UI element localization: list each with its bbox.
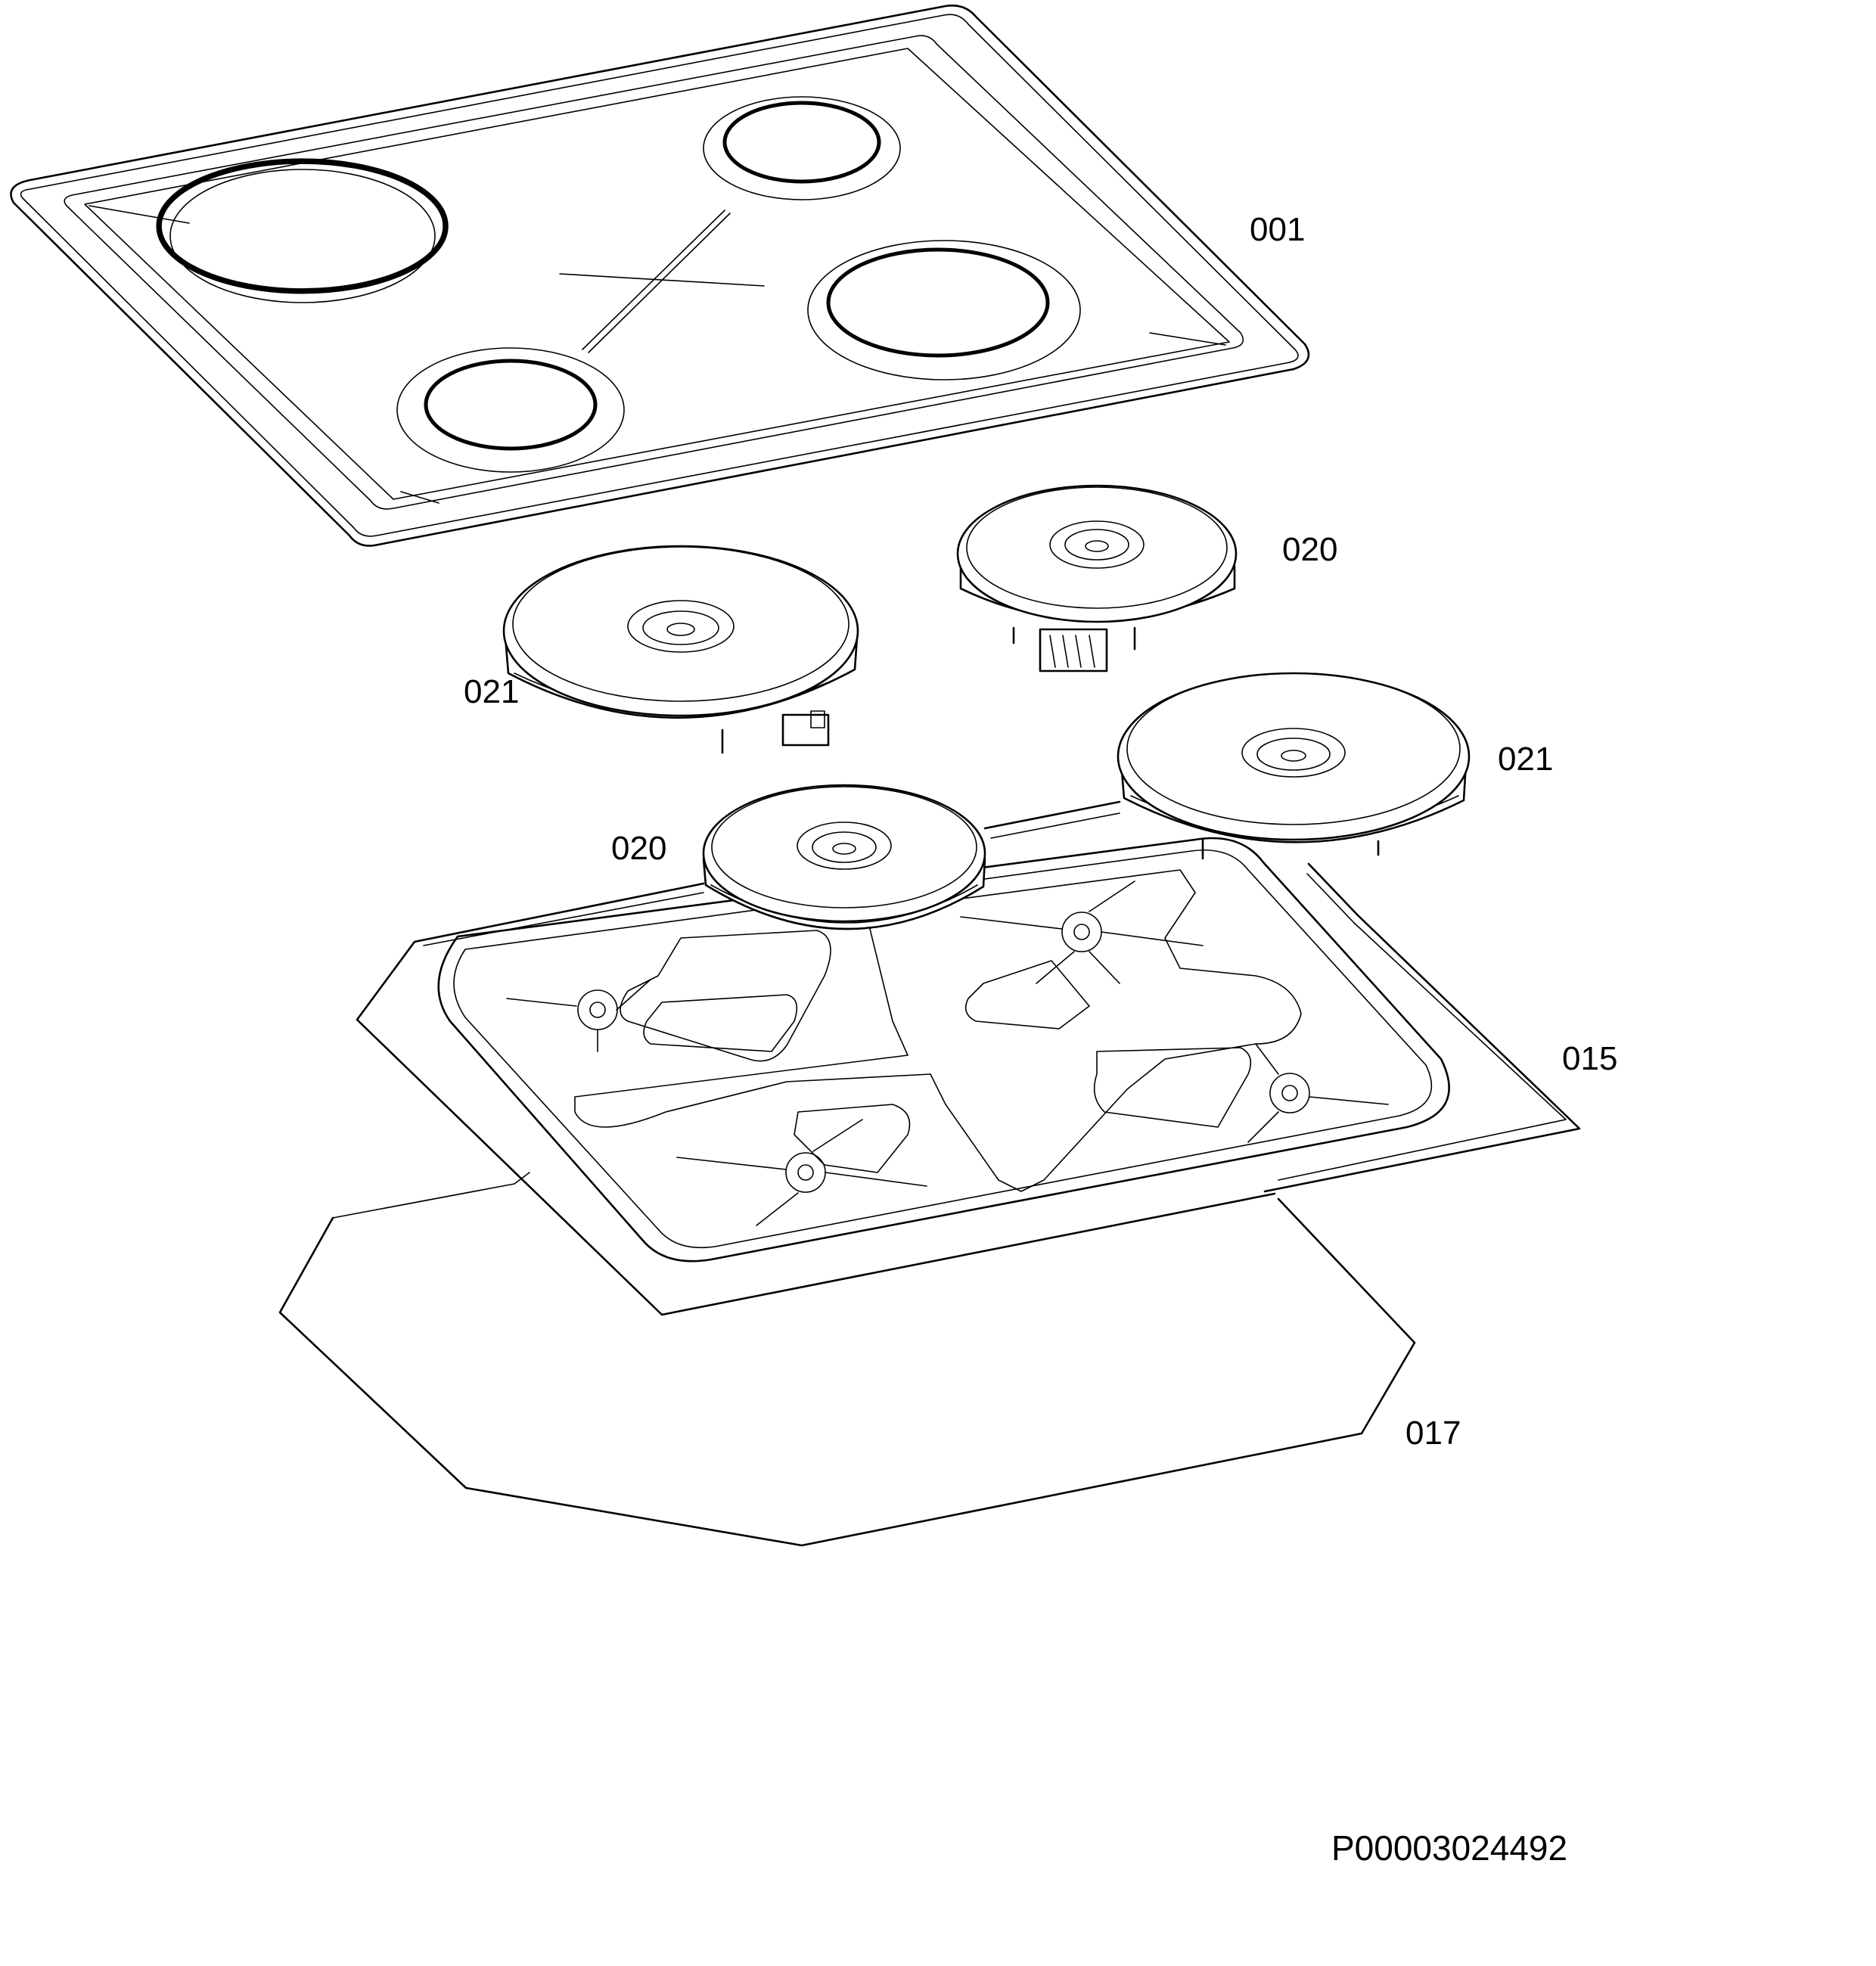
callout-hotplate-small-front: 020 (611, 830, 667, 867)
support-spider-4 (1247, 1043, 1389, 1143)
hotplate-small-front-part (702, 784, 986, 930)
callout-hob-frame: 001 (1250, 211, 1306, 248)
insulation-plate-part (356, 800, 1581, 1316)
hotplate-small-front-shape (832, 843, 856, 855)
callout-hotplate-large-right: 021 (1498, 741, 1554, 778)
hotplate-large-left-part (502, 545, 859, 754)
callout-hotplate-large-left: 021 (464, 673, 520, 710)
callout-hotplate-small-rear: 020 (1282, 531, 1338, 568)
hotplate-small-front-shape (797, 821, 892, 870)
hotplate-large-right-part (1117, 672, 1471, 860)
support-spider-3 (676, 1119, 927, 1226)
hob-frame-part (10, 5, 1310, 547)
drawing-code: P00003024492 (1331, 1828, 1568, 1868)
hotplate-small-front-shape (711, 786, 977, 908)
callout-insulation-plate: 015 (1562, 1040, 1618, 1077)
support-spider-2 (960, 881, 1204, 984)
callout-cover-plate: 017 (1405, 1415, 1461, 1452)
hotplate-small-front-shape (702, 784, 986, 923)
hotplate-small-rear-part (956, 484, 1238, 672)
support-spider-1 (506, 979, 651, 1052)
hotplate-small-front-shape (812, 831, 877, 863)
cover-plate-part (278, 1172, 1416, 1547)
